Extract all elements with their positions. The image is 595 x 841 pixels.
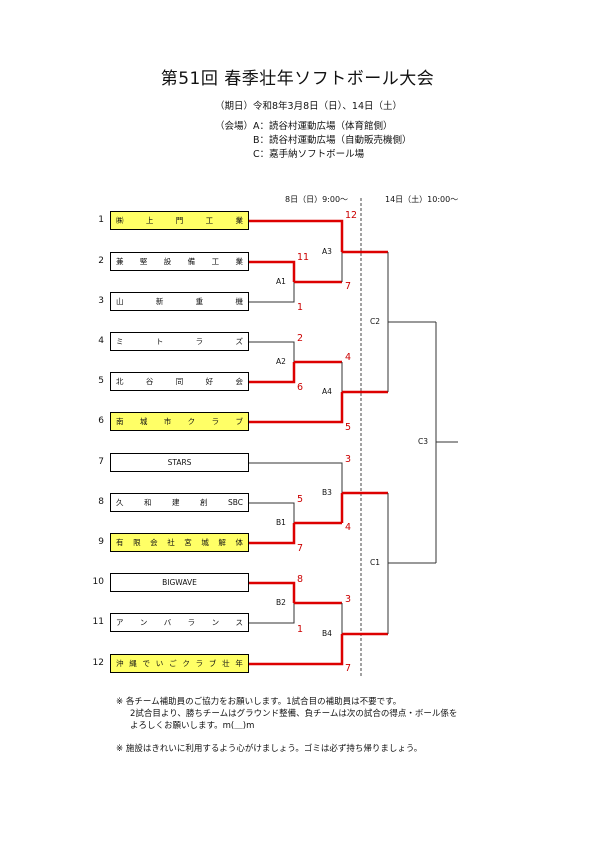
- score-a2-top: 2: [297, 333, 304, 344]
- score-b4-top: 3: [345, 594, 352, 605]
- a1-top-line: [249, 260, 296, 282]
- venue-a: A：読谷村運動広場（体育館側）: [253, 121, 393, 132]
- team-box-3: 山新重機: [110, 292, 249, 311]
- game-label-a2: A2: [276, 357, 286, 366]
- b2-top-line: [249, 581, 296, 603]
- b3-top-line: [249, 462, 343, 493]
- venue-label: （会場）: [215, 121, 254, 132]
- team-box-1: ㈱上門工業: [110, 211, 249, 230]
- team-box-11: アンバランス: [110, 613, 249, 632]
- game-label-b2: B2: [276, 598, 286, 607]
- a1-bot-line: [249, 282, 295, 303]
- note-facility: ※ 施設はきれいに利用するよう心がけましょう。ゴミは必ず持ち帰りましょう。: [116, 744, 423, 754]
- team-box-2: 兼堅設備工業: [110, 252, 249, 271]
- score-b3-bot: 4: [345, 522, 352, 533]
- score-b4-bot: 7: [345, 663, 352, 674]
- score-b2-bot: 1: [297, 624, 304, 635]
- a2-bot-line: [249, 362, 296, 384]
- game-label-a4: A4: [322, 387, 332, 396]
- game-label-c3: C3: [418, 437, 429, 446]
- game-label-c1: C1: [370, 558, 381, 567]
- team-number: 1: [98, 215, 104, 225]
- game-label-c2: C2: [370, 317, 381, 326]
- team-box-12: 沖縄でいごクラブ壮年: [110, 654, 249, 673]
- team-number: 3: [98, 296, 104, 306]
- score-b3-top: 3: [345, 454, 352, 465]
- team-number: 2: [98, 256, 104, 266]
- day1-header: 8日（日）9:00～: [285, 195, 349, 204]
- team-number: 11: [92, 617, 104, 627]
- venue-c: C：嘉手納ソフトボール場: [253, 149, 365, 160]
- team-number: 8: [98, 497, 104, 507]
- score-b2-top: 8: [297, 574, 304, 585]
- game-label-b1: B1: [276, 518, 286, 527]
- b1-top-line: [249, 502, 295, 523]
- note-thanks: よろしくお願いします。m(＿)m: [130, 721, 255, 731]
- game-label-a3: A3: [322, 247, 332, 256]
- team-number: 9: [98, 537, 104, 547]
- venue-row: （会場）A：読谷村運動広場（体育館側）: [215, 118, 393, 132]
- score-a1-top: 11: [297, 252, 310, 263]
- date-value: 令和8年3月8日（日）、14日（土）: [253, 101, 402, 112]
- score-b1-bot: 7: [297, 543, 304, 554]
- team-box-4: ミトラズ: [110, 332, 249, 351]
- score-b1-top: 5: [297, 494, 304, 505]
- team-number: 5: [98, 376, 104, 386]
- team-number: 10: [92, 577, 104, 587]
- score-a1-bot: 1: [297, 302, 304, 313]
- team-number: 4: [98, 336, 104, 346]
- score-a4-bot: 5: [345, 422, 352, 433]
- a3-top-line: [249, 219, 344, 252]
- b4-bot-line: [249, 634, 344, 666]
- team-box-7: STARS: [110, 453, 249, 472]
- game-label-b4: B4: [322, 629, 332, 638]
- b1-bot-line: [249, 523, 296, 545]
- game-label-a1: A1: [276, 277, 286, 286]
- score-a3-top: 12: [345, 210, 358, 221]
- venue-b: B：読谷村運動広場（自動販売機側）: [253, 135, 412, 146]
- team-number: 7: [98, 457, 104, 467]
- team-box-6: 南城市クラブ: [110, 412, 249, 431]
- team-box-9: 有限会社宮城解体: [110, 533, 249, 552]
- game-label-b3: B3: [322, 488, 332, 497]
- score-a4-top: 4: [345, 352, 352, 363]
- team-box-5: 北谷同好会: [110, 372, 249, 391]
- a4-bot-line: [249, 392, 344, 424]
- score-a2-bot: 6: [297, 382, 304, 393]
- date-row: （期日）令和8年3月8日（日）、14日（土）: [215, 98, 402, 112]
- note-assistants: ※ 各チーム補助員のご協力をお願いします。1試合目の補助員は不要です。: [116, 697, 402, 707]
- day2-header: 14日（土）10:00～: [385, 195, 459, 204]
- team-number: 12: [92, 658, 104, 668]
- date-label: （期日）: [215, 101, 254, 112]
- note-duties: 2試合目より、勝ちチームはグラウンド整備、負チームは次の試合の得点・ボール係を: [130, 709, 458, 719]
- team-box-10: BIGWAVE: [110, 573, 249, 592]
- team-number: 6: [98, 416, 104, 426]
- b2-bot-line: [249, 603, 295, 624]
- a2-top-line: [249, 341, 295, 362]
- page-title: 第51回 春季壮年ソフトボール大会: [160, 69, 435, 89]
- score-a3-bot: 7: [345, 281, 352, 292]
